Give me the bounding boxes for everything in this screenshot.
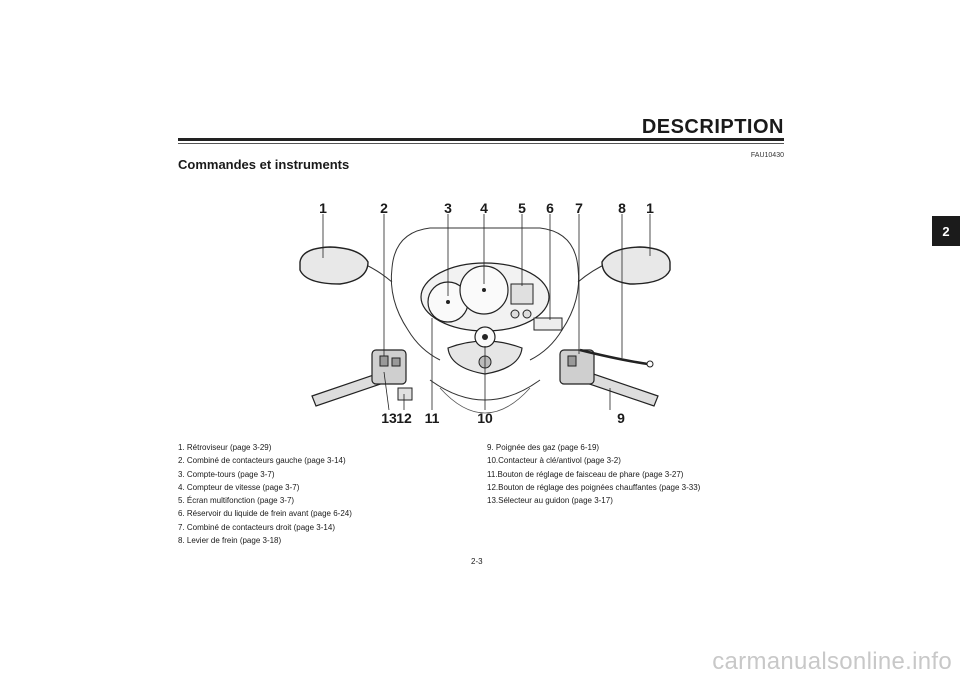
section-title: Commandes et instruments [178,157,350,172]
legend-item: 7. Combiné de contacteurs droit (page 3-… [178,522,335,532]
chapter-tab[interactable]: 2 [932,216,960,246]
page-number: 2-3 [471,557,483,566]
right-mirror [601,246,671,285]
motorcycle-cockpit-illustration [299,214,671,414]
left-mirror [299,246,369,285]
callout-top-2: 2 [380,200,388,216]
callout-bottom-10: 10 [477,410,493,426]
legend-right: 9. Poignée des gaz (page 6-19) 10.Contac… [487,441,700,507]
header-rule-thick [178,138,784,141]
legend-item: 10.Contacteur à clé/antivol (page 3-2) [487,456,621,466]
callout-top-8: 8 [618,200,626,216]
legend-item: 11.Bouton de réglage de faisceau de phar… [487,469,684,479]
legend-item: 4. Compteur de vitesse (page 3-7) [178,482,300,492]
callout-top-7: 7 [575,200,583,216]
legend-left: 1. Rétroviseur (page 3-29) 2. Combiné de… [178,441,352,547]
legend-item: 2. Combiné de contacteurs gauche (page 3… [178,456,346,466]
callout-top-5: 5 [518,200,526,216]
callout-bottom-9: 9 [617,410,625,426]
document-code: FAU10430 [750,152,784,159]
callout-top-3: 3 [444,200,452,216]
right-switch-housing [559,349,595,385]
legend-item: 6. Réservoir du liquide de frein avant (… [178,509,352,519]
multifunction-display [510,283,534,305]
brake-fluid-reservoir [533,317,563,331]
legend-item: 1. Rétroviseur (page 3-29) [178,443,272,452]
watermark[interactable]: carmanualsonline.info [712,648,952,675]
callout-bottom-11: 11 [424,410,440,426]
brake-lever [579,348,649,366]
callout-top-6: 6 [546,200,554,216]
legend-item: 12.Bouton de réglage des poignées chauff… [487,482,701,492]
callout-top-4: 4 [480,200,488,216]
legend-item: 3. Compte-tours (page 3-7) [178,469,275,479]
header-rule-thin [178,143,784,144]
callout-bottom-13: 13 [381,410,397,426]
legend-item: 8. Levier de frein (page 3-18) [178,536,282,546]
legend-item: 5. Écran multifonction (page 3-7) [178,496,295,506]
legend-item: 13.Sélecteur au guidon (page 3-17) [487,496,613,506]
callout-bottom-12: 12 [396,410,412,426]
legend-item: 9. Poignée des gaz (page 6-19) [487,443,600,452]
callout-top-1: 1 [319,200,327,216]
page-header-title: DESCRIPTION [641,116,784,138]
callout-top-1-right: 1 [646,200,654,216]
left-switch-housing [371,349,407,385]
